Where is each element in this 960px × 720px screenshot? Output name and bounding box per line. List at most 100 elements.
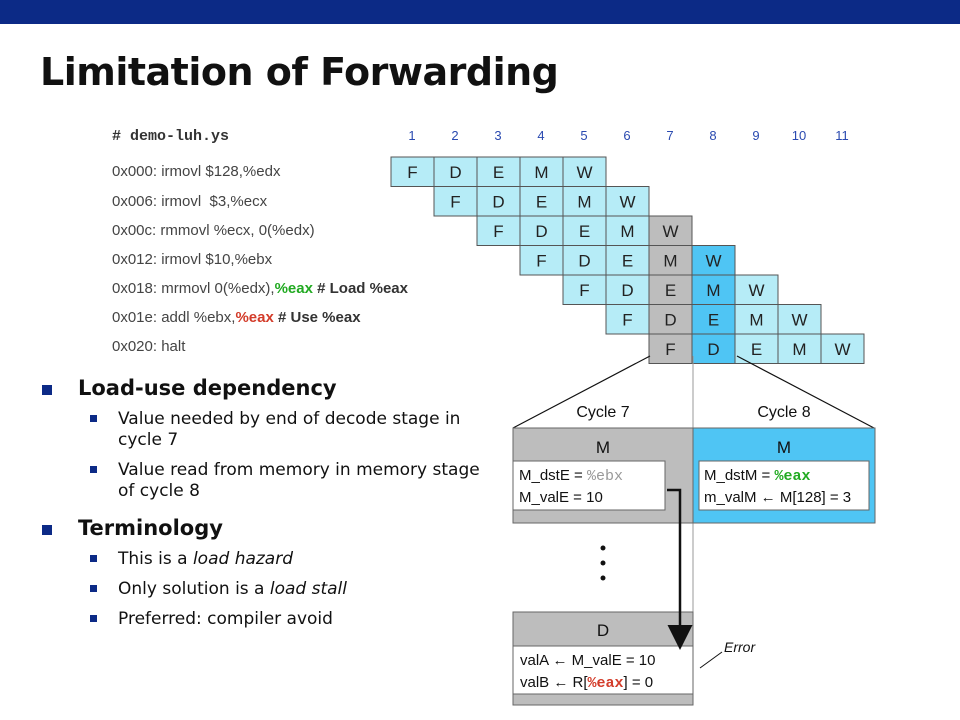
instruction-line-use: 0x01e: addl %ebx,%eax # Use %eax [112,309,361,326]
instruction-line: 0x006: irmovl $3,%ecx [112,193,268,210]
vala-text: valA ← M_valE = 10 [520,652,655,669]
stage-cell [519,186,564,217]
stage-cell [734,274,779,305]
stage-label: M [706,281,720,300]
instruction-line: 0x012: irmovl $10,%ebx [112,251,273,268]
cycle-number: 6 [623,128,630,143]
stage-cell [648,304,693,335]
error-label: Error [724,639,756,655]
stage-label: F [493,222,503,241]
stage-label: M [792,340,806,359]
stage-label: D [621,281,633,300]
stage-label: D [492,192,504,211]
stage-label: M [749,310,763,329]
stage-label: M [620,222,634,241]
instruction-line: 0x000: irmovl $128,%edx [112,163,281,180]
cycle-number: 8 [709,128,716,143]
code-header-comment: # demo-luh.ys [112,128,229,145]
error-pointer [699,651,723,669]
bullet-square-icon [90,415,97,422]
stage-label: W [662,222,678,241]
stage-cell [519,156,564,187]
cycle-number: 5 [580,128,587,143]
m-dste-text: M_dstE = %ebx [519,467,623,485]
stage-label: W [834,340,850,359]
stage-cell [605,186,650,217]
cycle7-m-register: M M_dstE = %ebx M_valE = 10 [512,427,694,524]
decode-register: D valA ← M_valE = 10 valB ← R[%eax] = 0 [512,611,694,706]
svg-text:D: D [597,621,609,640]
cycle-number: 10 [792,128,806,143]
stage-label: F [450,192,460,211]
stage-label: F [622,310,632,329]
stage-cell [476,186,521,217]
stage-label: F [665,340,675,359]
stage-label: E [751,340,762,359]
stage-label: D [707,340,719,359]
cycle7-label: Cycle 7 [576,404,629,421]
bullet-list: Load-use dependency Value needed by end … [40,368,480,639]
cycle-number: 1 [408,128,415,143]
stage-cell [433,186,478,217]
sub-bullet: Value needed by end of decode stage in c… [40,409,470,451]
stage-cell [605,215,650,246]
stage-label: E [708,310,719,329]
forwarding-arrow [667,488,693,650]
stage-label: F [536,251,546,270]
stage-label: D [449,163,461,182]
bullet-square-icon [90,615,97,622]
stage-cell [519,215,564,246]
stage-cell [562,215,607,246]
instruction-list: 0x000: irmovl $128,%edx 0x006: irmovl $3… [112,163,409,355]
stage-label: F [579,281,589,300]
stage-label: D [664,310,676,329]
stage-label: E [665,281,676,300]
instruction-line: 0x00c: rmmovl %ecx, 0(%edx) [112,222,315,239]
stage-label: M [663,251,677,270]
instruction-line-load: 0x018: mrmovl 0(%edx),%eax # Load %eax [112,280,409,297]
stage-label: W [576,163,592,182]
zoom-line-left [512,355,651,429]
sub-bullet: Preferred: compiler avoid [40,609,470,630]
stage-label: F [407,163,417,182]
bullet-square-icon [90,585,97,592]
cycle-number: 4 [537,128,544,143]
cycle8-m-register: M M_dstM = %eax m_valM ← M[128] = 3 [692,427,876,524]
stage-label: M [534,163,548,182]
bullet-square-icon [90,555,97,562]
stage-label: D [578,251,590,270]
stage-cell [562,245,607,276]
m-valm-text: m_valM ← M[128] = 3 [704,489,851,506]
cycle-number: 11 [835,128,849,143]
cycle8-label: Cycle 8 [757,404,810,421]
stage-cell [476,215,521,246]
bullet-square-icon [42,385,52,395]
bullet-terminology: Terminology [40,516,470,540]
stage-cell [562,156,607,187]
stage-label: E [579,222,590,241]
bullet-load-use: Load-use dependency [40,376,470,400]
stage-label: M [577,192,591,211]
instruction-line: 0x020: halt [112,338,186,355]
stage-label: W [705,251,721,270]
stage-label: E [493,163,504,182]
top-bar [0,0,960,24]
stage-label: W [748,281,764,300]
cycle-number: 7 [666,128,673,143]
stage-cell [820,333,865,364]
bullet-square-icon [90,466,97,473]
cycle-number: 9 [752,128,759,143]
slide-title: Limitation of Forwarding [40,50,559,94]
stage-label: W [791,310,807,329]
stage-cell [562,274,607,305]
stage-label: E [536,192,547,211]
stage-cell [777,304,822,335]
cycle-number-row: 1 2 3 4 5 6 7 8 9 10 11 [408,128,848,143]
cycle-number: 3 [494,128,501,143]
svg-text:M: M [777,438,791,457]
stage-label: E [622,251,633,270]
bullet-square-icon [42,525,52,535]
sub-bullet: This is a load hazard [40,549,470,570]
